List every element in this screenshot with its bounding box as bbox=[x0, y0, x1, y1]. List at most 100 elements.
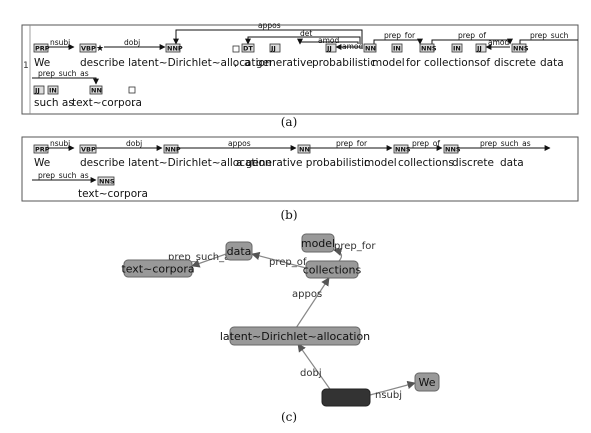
token: describe latent~Dirichlet~allocation bbox=[80, 57, 272, 69]
tag-jj: JJ bbox=[270, 45, 276, 53]
tag-box bbox=[79, 144, 97, 154]
tag-box bbox=[363, 43, 377, 53]
tag-box bbox=[511, 43, 527, 53]
arc-appos bbox=[173, 29, 363, 45]
tag-box bbox=[165, 43, 181, 53]
node-model[interactable] bbox=[301, 233, 335, 253]
node-label-model: model bbox=[301, 237, 335, 250]
tag-box bbox=[443, 144, 459, 154]
arc-label-dobj: dobj bbox=[126, 139, 142, 148]
arc-label-prep-of: prep_of bbox=[458, 31, 486, 40]
node-text-corpora[interactable] bbox=[123, 259, 193, 278]
arc-label-dobj: dobj bbox=[124, 38, 140, 47]
tag-box bbox=[475, 43, 487, 53]
token: We bbox=[34, 157, 50, 169]
node-label-collections: collections bbox=[303, 264, 362, 277]
edge-prep-of bbox=[251, 251, 307, 269]
edge-dobj bbox=[297, 343, 333, 393]
node-data[interactable] bbox=[225, 241, 253, 261]
token: probabilistic bbox=[312, 57, 376, 69]
root-star-icon: ★ bbox=[96, 44, 104, 54]
token: collections bbox=[398, 157, 454, 169]
tag-in: IN bbox=[453, 45, 461, 53]
token: for bbox=[406, 57, 421, 69]
node-latent-dirichlet-allocation[interactable] bbox=[229, 326, 361, 346]
node-collections[interactable] bbox=[305, 260, 359, 279]
arc-label-amod-3: amod bbox=[488, 38, 509, 47]
tag-nn: NN bbox=[91, 87, 102, 95]
tag-nnp: NNP bbox=[165, 146, 181, 154]
tag-box bbox=[419, 43, 435, 53]
arc-label-nsubj: nsubj bbox=[50, 38, 70, 47]
arc-label-amod-2: amod bbox=[342, 42, 363, 51]
arc-prep-such bbox=[519, 39, 578, 44]
arc-label-prep-for: prep_for bbox=[384, 31, 416, 40]
token: collections bbox=[424, 57, 480, 69]
panel-a: 1 nsubj dobj appos det amod amod prep_fo… bbox=[21, 21, 579, 129]
node-label-latent-dirichlet-allocation: latent~Dirichlet~allocation bbox=[220, 330, 370, 343]
token: data bbox=[540, 57, 564, 69]
panel-b: nsubj dobj appos prep_for prep_of prep_s… bbox=[21, 136, 579, 222]
token: of bbox=[480, 57, 490, 69]
edge-label-prep-such-as: prep_such_as bbox=[168, 252, 235, 263]
tag-nnp: NNP bbox=[167, 45, 183, 53]
token: , bbox=[234, 57, 237, 69]
caption-c: (c) bbox=[281, 410, 297, 424]
token: data bbox=[500, 157, 524, 169]
tag-box bbox=[33, 85, 45, 95]
token: generative bbox=[256, 57, 313, 69]
arc-label-prep-such-as: prep_such_as bbox=[38, 69, 89, 78]
arc-label-amod-1: amod bbox=[318, 36, 339, 45]
arc-prep-of bbox=[431, 38, 513, 45]
arc-prep-for bbox=[373, 38, 423, 45]
tag-box bbox=[79, 43, 97, 53]
tag-nns: NNS bbox=[445, 146, 461, 154]
caption-a: (a) bbox=[281, 115, 298, 129]
edge-nsubj bbox=[369, 380, 416, 396]
tag-box bbox=[97, 176, 115, 186]
token: such as bbox=[34, 97, 74, 109]
edge-label-dobj: dobj bbox=[300, 368, 322, 379]
tag-dt: DT bbox=[243, 45, 253, 53]
node-redacted[interactable] bbox=[321, 388, 371, 407]
token: . bbox=[132, 97, 135, 109]
tag-box bbox=[241, 43, 255, 53]
punct-icon bbox=[232, 45, 240, 53]
node-label-text-corpora: text~corpora bbox=[121, 263, 194, 276]
panel-c: prep_such_as prep_of prep_for appos dobj… bbox=[121, 233, 440, 424]
tag-nns: NNS bbox=[421, 45, 437, 53]
edge-label-appos: appos bbox=[292, 289, 322, 300]
tag-prp: PRP bbox=[35, 45, 50, 53]
node-we[interactable] bbox=[414, 372, 440, 392]
panel-a-row-number: 1 bbox=[23, 61, 29, 71]
tag-nns: NNS bbox=[513, 45, 529, 53]
arc-label-prep-for: prep_for bbox=[336, 139, 368, 148]
tag-jj: JJ bbox=[34, 87, 40, 95]
token: model bbox=[372, 57, 405, 69]
tag-nns: NNS bbox=[99, 178, 115, 186]
tag-box bbox=[391, 43, 403, 53]
arc-label-det: det bbox=[300, 29, 312, 38]
tag-box bbox=[297, 144, 311, 154]
arc-label-prep-such: prep_such bbox=[530, 31, 569, 40]
node-label-we: We bbox=[419, 376, 436, 389]
tag-in: IN bbox=[49, 87, 57, 95]
edge-label-prep-of: prep_of bbox=[269, 257, 307, 268]
arc-prep-such-as bbox=[32, 77, 99, 85]
token: a bbox=[244, 57, 250, 69]
tag-in: IN bbox=[393, 45, 401, 53]
token: discrete bbox=[494, 57, 536, 69]
tag-nns: NNS bbox=[395, 146, 411, 154]
tag-jj: JJ bbox=[476, 45, 482, 53]
arc-det bbox=[245, 36, 361, 45]
arc-amod-1 bbox=[297, 38, 359, 45]
arc-label-appos: appos bbox=[228, 139, 251, 148]
punct-icon bbox=[128, 86, 136, 94]
caption-b: (b) bbox=[280, 208, 297, 222]
token: a generative probabilistic bbox=[236, 157, 370, 169]
token: discrete bbox=[452, 157, 494, 169]
node-label-data: data bbox=[227, 245, 252, 258]
token: model bbox=[364, 157, 397, 169]
